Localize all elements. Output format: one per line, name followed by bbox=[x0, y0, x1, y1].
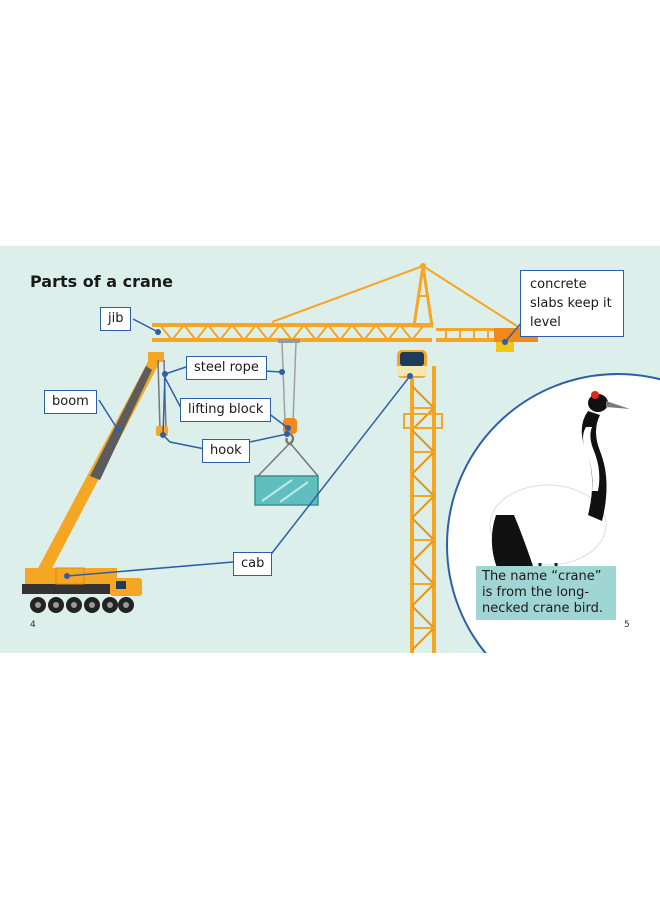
label-boom: boom bbox=[44, 390, 97, 414]
label-cab: cab bbox=[233, 552, 273, 576]
page-number-right: 5 bbox=[624, 620, 630, 630]
page-number-left: 4 bbox=[30, 620, 36, 630]
label-jib: jib bbox=[100, 307, 132, 331]
label-concrete-slabs: concrete slabs keep it level bbox=[520, 270, 624, 337]
label-steel-rope: steel rope bbox=[186, 356, 267, 380]
label-hook: hook bbox=[202, 439, 250, 463]
label-lifting-block: lifting block bbox=[180, 398, 272, 422]
mobile-crane bbox=[22, 352, 168, 613]
book-spread: Parts of a crane jib steel rope boom lif… bbox=[0, 246, 660, 653]
tower-crane bbox=[152, 263, 538, 653]
fact-box: The name “crane” is from the long-necked… bbox=[476, 566, 616, 620]
crane-illustration bbox=[22, 263, 538, 653]
page-title: Parts of a crane bbox=[30, 272, 174, 291]
